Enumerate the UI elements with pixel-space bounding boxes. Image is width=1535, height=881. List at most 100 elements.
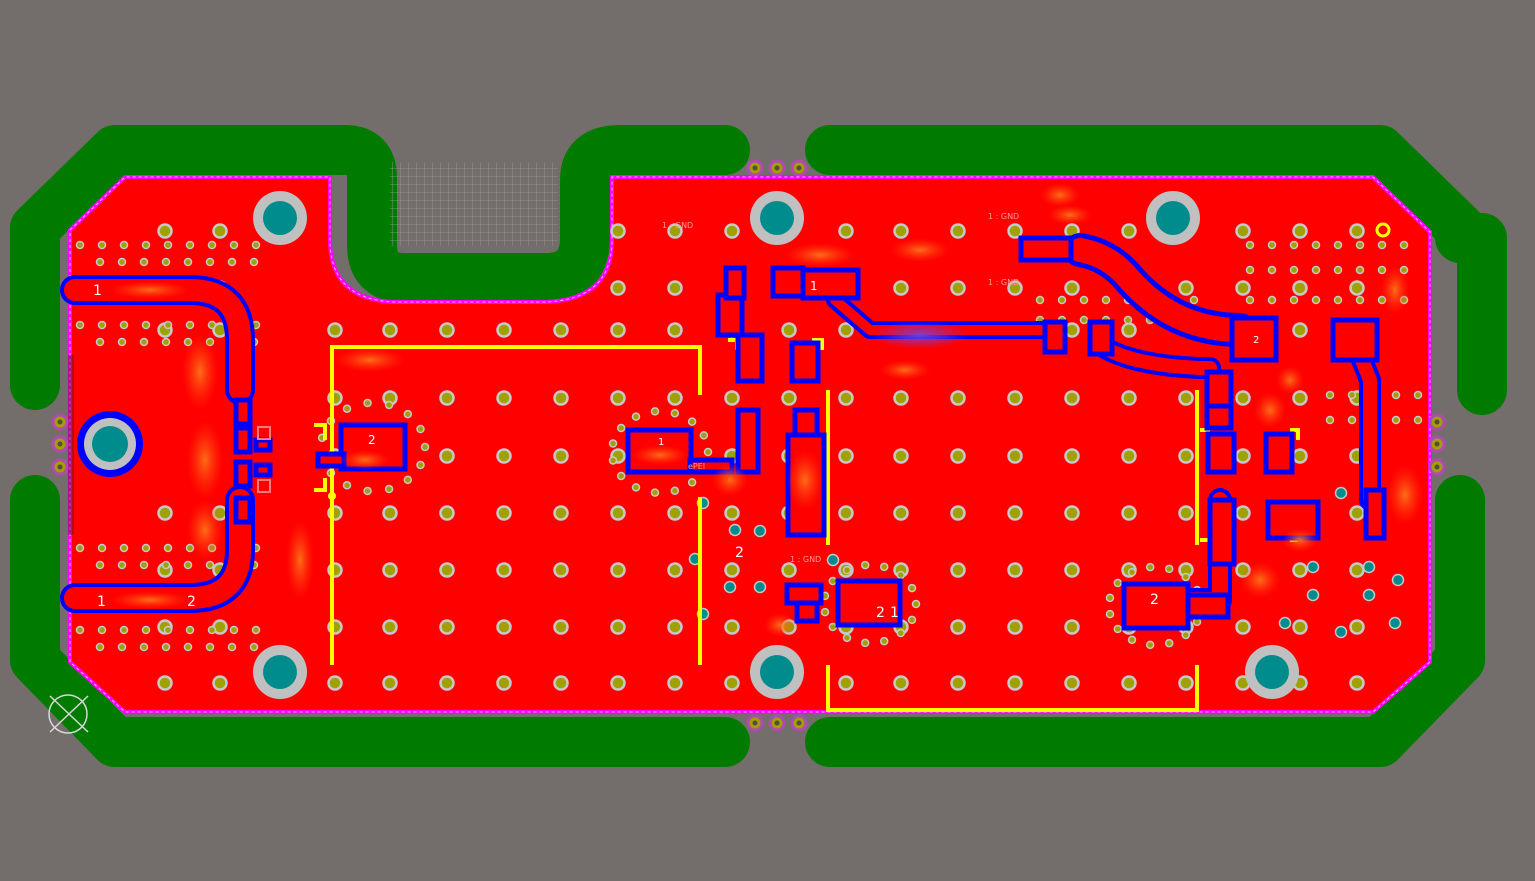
via-stitch — [1355, 265, 1365, 275]
via — [157, 223, 173, 239]
via-stitch — [97, 320, 107, 330]
via — [781, 562, 797, 578]
via — [496, 505, 512, 521]
via-stitch — [117, 337, 127, 347]
via — [724, 619, 740, 635]
via-stitch — [1311, 265, 1321, 275]
mounting-hole-drill — [1156, 201, 1190, 235]
edge-pad-drill — [1434, 441, 1440, 447]
via-stitch — [119, 625, 129, 635]
via — [1064, 505, 1080, 521]
via — [1064, 619, 1080, 635]
via-stitch — [1113, 578, 1123, 588]
pin-label: 1 — [810, 279, 818, 293]
via-stitch — [117, 642, 127, 652]
via — [1007, 505, 1023, 521]
via-stitch — [251, 240, 261, 250]
via-stitch — [1325, 390, 1335, 400]
via-stitch — [1311, 240, 1321, 250]
via-stitch — [1355, 295, 1365, 305]
via — [1007, 280, 1023, 296]
via-stitch — [1079, 315, 1089, 325]
via-stitch — [1267, 295, 1277, 305]
edge-pad-drill — [796, 165, 802, 171]
via-stitch — [119, 543, 129, 553]
via-stitch — [1413, 390, 1423, 400]
via — [1121, 322, 1137, 338]
via — [1121, 505, 1137, 521]
via-stitch — [97, 625, 107, 635]
via — [1292, 619, 1308, 635]
pin-label: 1 — [890, 605, 899, 621]
via — [1007, 223, 1023, 239]
small-pad — [257, 426, 271, 440]
via — [838, 505, 854, 521]
via — [610, 505, 626, 521]
via — [553, 562, 569, 578]
via-stitch — [1164, 638, 1174, 648]
edge-pad-drill — [1434, 464, 1440, 470]
via-stitch — [251, 625, 261, 635]
alignment-target — [48, 694, 89, 734]
via — [496, 448, 512, 464]
via — [553, 505, 569, 521]
pin-label: 2 — [187, 594, 196, 610]
via — [950, 619, 966, 635]
via — [327, 322, 343, 338]
via-stitch — [687, 417, 697, 426]
edge-pad-drill — [774, 165, 780, 171]
edge-stitch-pads — [51, 159, 1446, 732]
via-stitch — [384, 400, 394, 410]
via-stitch — [163, 543, 173, 553]
via — [496, 322, 512, 338]
net-label: 1 : GND — [662, 221, 693, 230]
via-stitch — [163, 320, 173, 330]
via-stitch — [205, 560, 215, 570]
via — [1235, 619, 1251, 635]
via-stitch — [860, 638, 870, 648]
via-stitch — [185, 320, 195, 330]
via-stitch — [1377, 265, 1387, 275]
via-stitch — [1391, 390, 1401, 400]
via-stitch — [227, 257, 237, 267]
pin-label: 1 — [658, 437, 664, 448]
via — [553, 675, 569, 691]
via-stitch — [1127, 567, 1137, 577]
via — [439, 562, 455, 578]
via — [1292, 280, 1308, 296]
via-stitch — [183, 257, 193, 267]
via — [1064, 562, 1080, 578]
via-stitch — [342, 404, 352, 413]
via — [553, 448, 569, 464]
via-stitch — [75, 320, 85, 330]
via — [893, 675, 909, 691]
via — [667, 390, 683, 406]
via-stitch — [384, 484, 394, 494]
via-stitch — [207, 625, 217, 635]
via-stitch — [670, 408, 680, 418]
via-stitch — [95, 337, 105, 347]
via — [1235, 280, 1251, 296]
via-stitch — [1145, 640, 1155, 650]
via-stitch — [631, 483, 641, 492]
sma-connector[interactable] — [77, 411, 143, 477]
mounting-hole-drill — [263, 655, 297, 689]
via-stitch — [1267, 265, 1277, 275]
via — [439, 322, 455, 338]
via — [382, 322, 398, 338]
net-label: 1 : GND — [988, 278, 1019, 287]
pin-label: 2 — [368, 433, 376, 447]
teal-vias — [688, 486, 1405, 639]
refdes-label: ePEI — [688, 462, 705, 471]
via-stitch — [141, 543, 151, 553]
via — [1121, 448, 1137, 464]
teal-via — [1306, 588, 1320, 602]
via — [1292, 223, 1308, 239]
via — [667, 619, 683, 635]
via-stitch — [1245, 295, 1255, 305]
rf-traces[interactable] — [60, 233, 1381, 613]
via — [667, 505, 683, 521]
teal-via — [826, 553, 840, 567]
via — [610, 562, 626, 578]
